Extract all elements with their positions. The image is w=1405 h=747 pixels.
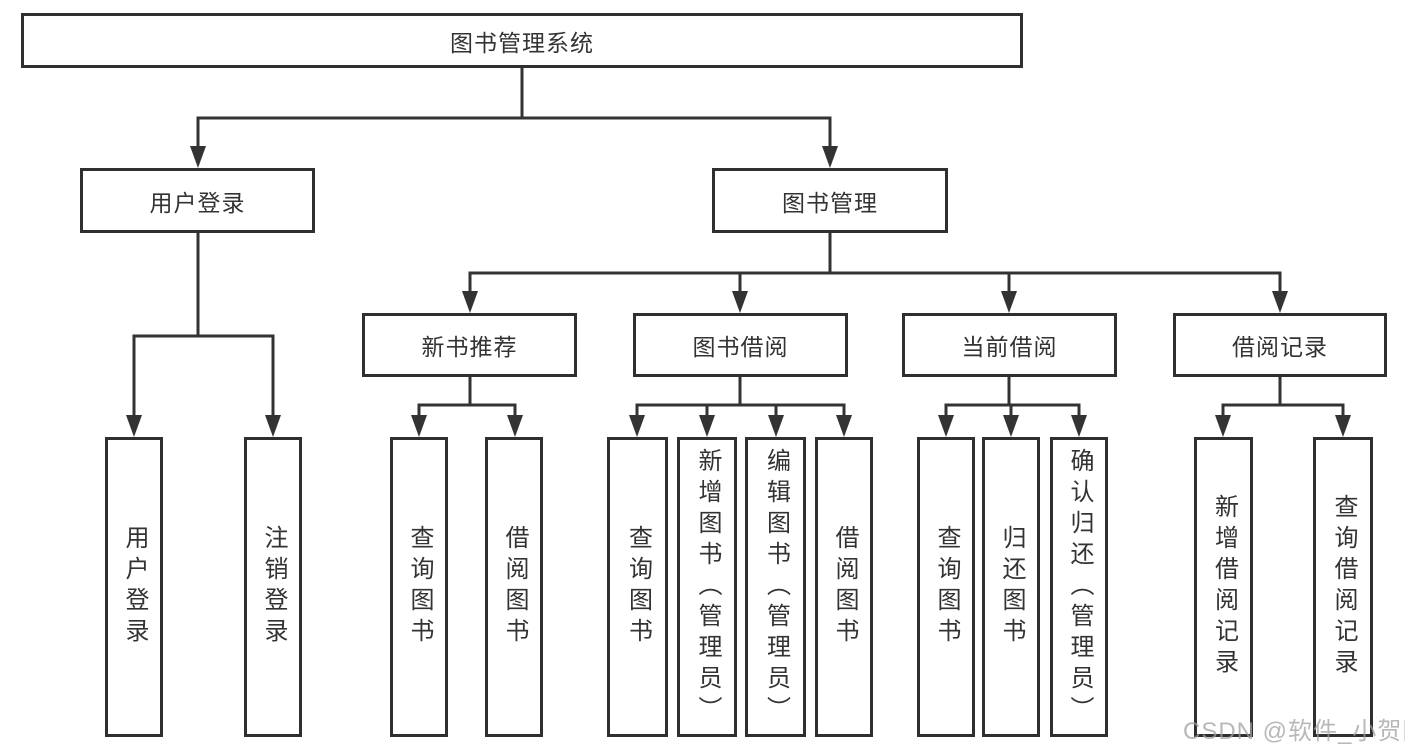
node-new-book-recommend-label: 新书推荐	[421, 334, 518, 360]
leaf-return-book-label: 归还图书	[998, 525, 1025, 649]
leaf-borrow-book-recommend: 借阅图书	[485, 437, 543, 737]
leaf-return-book: 归还图书	[982, 437, 1040, 737]
leaf-edit-book-admin-label: 编辑图书（管理员）	[762, 447, 790, 727]
node-current-borrow: 当前借阅	[902, 313, 1117, 377]
leaf-confirm-return-admin-label: 确认归还（管理员）	[1066, 447, 1093, 727]
leaf-user-login: 用户登录	[105, 437, 163, 737]
leaf-query-book-recommend-label: 查询图书	[406, 525, 433, 649]
leaf-borrow-book: 借阅图书	[815, 437, 873, 737]
leaf-query-book-borrow: 查询图书	[607, 437, 668, 737]
node-root-label: 图书管理系统	[450, 29, 594, 56]
leaf-add-borrow-record-label: 新增借阅记录	[1210, 494, 1238, 680]
node-current-borrow-label: 当前借阅	[961, 334, 1058, 360]
leaf-query-book-borrow-label: 查询图书	[624, 525, 652, 649]
leaf-logout-label: 注销登录	[260, 525, 287, 649]
leaf-add-borrow-record: 新增借阅记录	[1194, 437, 1253, 737]
leaf-edit-book-admin: 编辑图书（管理员）	[745, 437, 806, 737]
node-borrow-records: 借阅记录	[1173, 313, 1387, 377]
node-user-login: 用户登录	[80, 168, 315, 233]
node-book-borrow-label: 图书借阅	[692, 334, 789, 360]
leaf-user-login-label: 用户登录	[121, 525, 148, 649]
leaf-query-borrow-record-label: 查询借阅记录	[1330, 494, 1357, 680]
node-new-book-recommend: 新书推荐	[362, 313, 577, 377]
leaf-confirm-return-admin: 确认归还（管理员）	[1050, 437, 1108, 737]
leaf-add-book-admin: 新增图书（管理员）	[677, 437, 737, 737]
leaf-borrow-book-label: 借阅图书	[831, 525, 858, 649]
leaf-logout: 注销登录	[244, 437, 302, 737]
node-book-management: 图书管理	[712, 168, 948, 233]
csdn-watermark: CSDN @软件_小贺同学	[1183, 718, 1405, 745]
node-root: 图书管理系统	[21, 13, 1023, 68]
leaf-query-book-current-label: 查询图书	[933, 525, 960, 649]
node-borrow-records-label: 借阅记录	[1232, 334, 1328, 360]
leaf-borrow-book-recommend-label: 借阅图书	[501, 525, 528, 649]
node-book-management-label: 图书管理	[782, 189, 878, 216]
leaf-query-borrow-record: 查询借阅记录	[1313, 437, 1373, 737]
leaf-query-book-current: 查询图书	[917, 437, 975, 737]
node-user-login-label: 用户登录	[149, 189, 246, 216]
leaf-query-book-recommend: 查询图书	[390, 437, 448, 737]
node-book-borrow: 图书借阅	[633, 313, 848, 377]
leaf-add-book-admin-label: 新增图书（管理员）	[694, 447, 721, 727]
